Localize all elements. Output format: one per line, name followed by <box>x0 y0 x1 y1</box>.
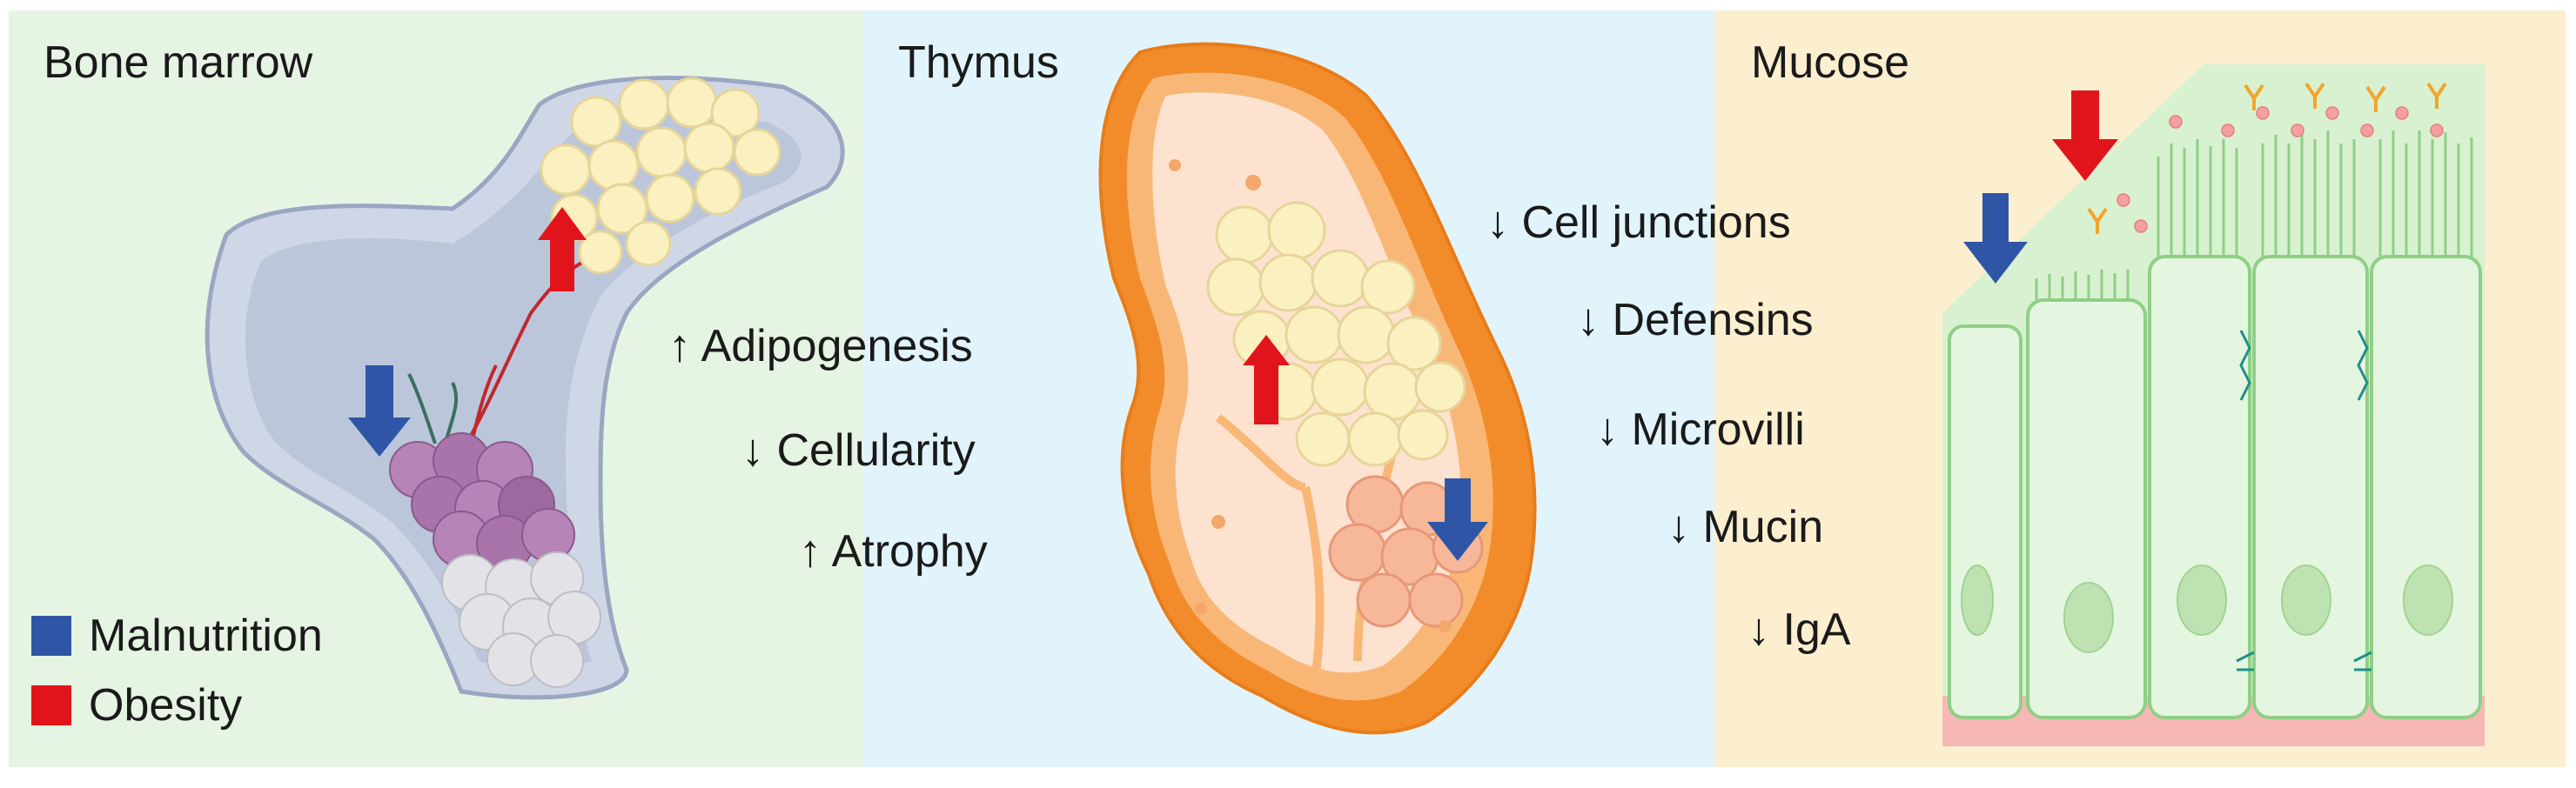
malnutrition-swatch <box>31 616 71 656</box>
thymus-vesicles <box>1169 159 1451 632</box>
legend-label-malnutrition: Malnutrition <box>89 611 323 661</box>
bone-effect-atrophy: ↑ Atrophy <box>799 526 988 577</box>
iga-antibodies <box>2087 82 2447 234</box>
bone-effect-adipogenesis: ↑ Adipogenesis <box>668 321 973 371</box>
mucose-effect-mucin: ↓ Mucin <box>1667 502 1824 552</box>
bone-depleted-cells <box>441 551 601 688</box>
mucose-illustration <box>1942 64 2485 746</box>
mucose-effect-iga: ↓ IgA <box>1748 604 1851 655</box>
bone-adipocytes <box>540 77 782 275</box>
microvilli <box>2035 130 2473 300</box>
mucose-obesity-arrow <box>2052 90 2118 181</box>
epithelial-cells <box>1948 255 2482 719</box>
mucose-title: Mucose <box>1751 37 1910 88</box>
thymus-malnutrition-arrow <box>1427 478 1488 561</box>
legend-obesity: Obesity <box>31 680 242 731</box>
thymus-title: Thymus <box>898 37 1059 88</box>
cell-junctions <box>2236 330 2372 671</box>
mucose-effect-defensins: ↓ Defensins <box>1577 295 1814 345</box>
bone-obesity-arrow <box>538 207 587 291</box>
mucose-effect-cell-junctions: ↓ Cell junctions <box>1486 197 1791 248</box>
legend-label-obesity: Obesity <box>89 680 243 731</box>
bone-marrow-title: Bone marrow <box>44 37 313 88</box>
bone-effect-cellularity: ↓ Cellularity <box>741 425 976 476</box>
thymus-obesity-arrow <box>1243 335 1290 424</box>
bone-malnutrition-arrow <box>348 365 411 457</box>
obesity-swatch <box>31 685 71 725</box>
bone-illustration <box>205 76 845 700</box>
mucose-malnutrition-arrow <box>1963 193 2028 284</box>
thymus-illustration <box>1098 42 1537 735</box>
epithelial-nuclei <box>1961 564 2453 653</box>
mucose-effect-microvilli: ↓ Microvilli <box>1596 404 1805 455</box>
legend-malnutrition: Malnutrition <box>31 611 323 661</box>
mucus-dots <box>2116 106 2444 233</box>
bone-hematopoietic-cells <box>389 432 575 572</box>
thymus-adipocytes <box>1206 201 1466 467</box>
